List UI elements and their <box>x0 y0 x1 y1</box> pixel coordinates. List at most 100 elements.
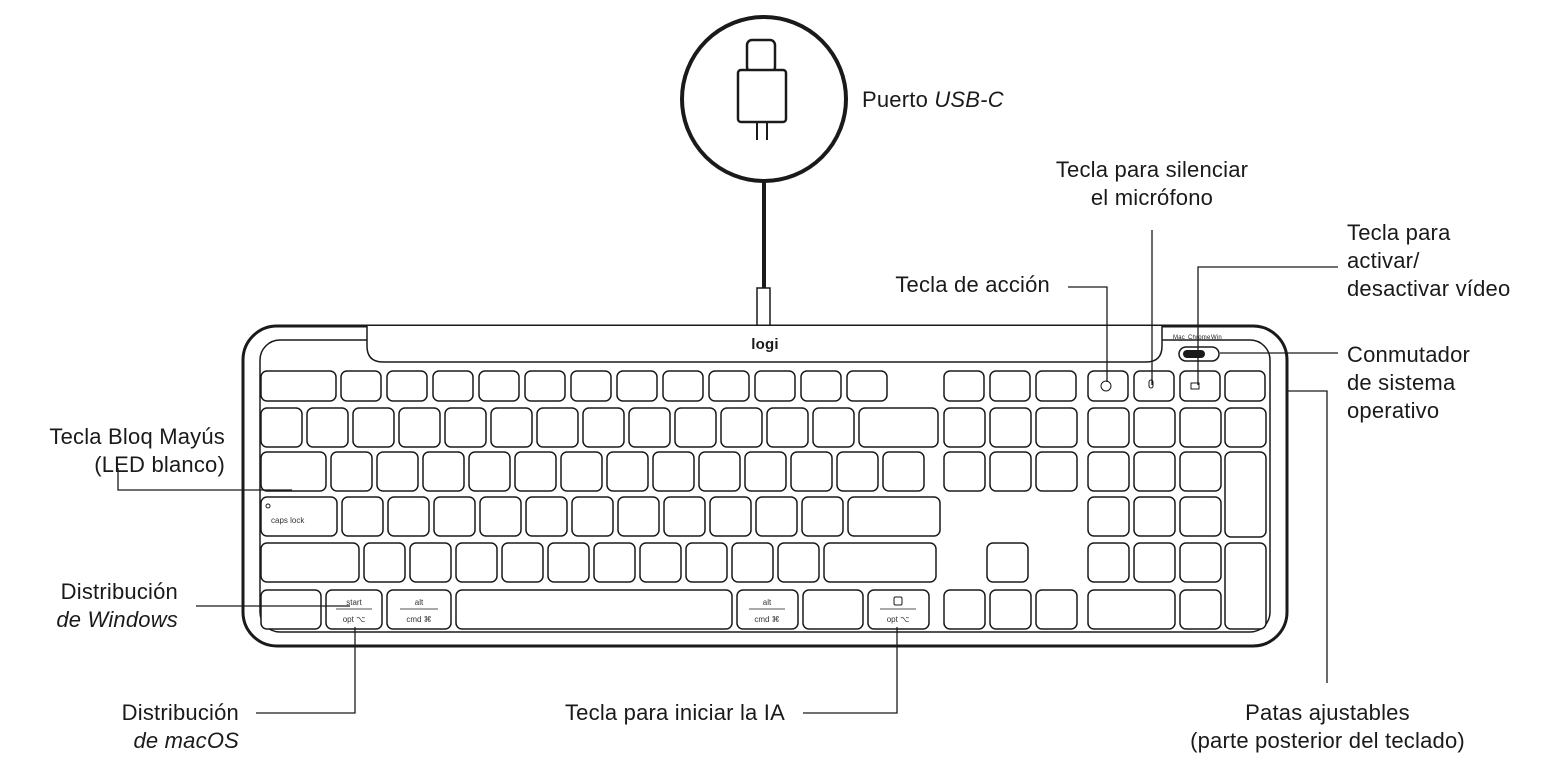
ctrl-key <box>260 589 322 630</box>
nav-key <box>989 451 1032 492</box>
key <box>260 407 303 448</box>
key <box>536 407 579 448</box>
key <box>398 407 441 448</box>
key <box>663 496 706 537</box>
key <box>766 407 809 448</box>
key <box>444 407 487 448</box>
cmd-legend: cmd ⌘ <box>406 615 431 624</box>
key <box>709 496 752 537</box>
key <box>744 451 787 492</box>
function-key <box>432 370 474 402</box>
ai-sparkle-icon <box>893 596 903 606</box>
function-key <box>662 370 704 402</box>
key <box>547 542 590 583</box>
start-legend: start <box>346 598 362 607</box>
nav-key <box>1035 407 1078 448</box>
opt-legend: opt ⌥ <box>343 615 366 624</box>
alt-legend: alt <box>415 598 424 607</box>
numpad-key <box>1087 542 1130 583</box>
alt-cmd-key <box>386 589 452 630</box>
key <box>306 407 349 448</box>
ai-launch-key-label: Tecla para iniciar la IA <box>564 700 785 725</box>
tab-key <box>260 451 327 492</box>
numpad-key <box>1133 451 1176 492</box>
key <box>685 542 728 583</box>
escape-key <box>260 370 337 402</box>
opt-legend: opt ⌥ <box>887 615 910 624</box>
function-key <box>989 370 1031 402</box>
key <box>501 542 544 583</box>
os-label-mac: Mac <box>1173 335 1185 341</box>
arrow-key <box>943 589 986 630</box>
video-key-leader-line <box>1197 266 1338 385</box>
key <box>801 496 844 537</box>
function-key <box>570 370 612 402</box>
function-key <box>524 370 566 402</box>
caps-lock-leader-line <box>117 468 292 491</box>
enter-key <box>847 496 941 537</box>
key <box>812 407 855 448</box>
nav-key <box>943 407 986 448</box>
numpad-key <box>1179 496 1222 537</box>
key <box>731 542 774 583</box>
caps-lock-key <box>260 496 338 537</box>
key <box>582 407 625 448</box>
function-key <box>943 370 985 402</box>
arrow-key <box>1035 589 1078 630</box>
key <box>790 451 833 492</box>
numpad-key <box>1224 407 1267 448</box>
key <box>755 496 798 537</box>
usb-c-port-label: Puerto USB-C <box>862 87 1004 112</box>
key <box>330 451 373 492</box>
key <box>479 496 522 537</box>
function-key <box>1035 370 1077 402</box>
function-key <box>1224 370 1266 402</box>
ai-key-leader-line <box>803 627 898 714</box>
action-key-leader-line <box>1068 286 1108 382</box>
key <box>376 451 419 492</box>
key <box>593 542 636 583</box>
camera-icon <box>1190 382 1200 390</box>
key <box>639 542 682 583</box>
backspace-key <box>858 407 939 448</box>
key <box>455 542 498 583</box>
key <box>836 451 879 492</box>
macos-layout-leader-line <box>256 627 356 714</box>
key <box>352 407 395 448</box>
function-key <box>478 370 520 402</box>
key <box>422 451 465 492</box>
key <box>341 496 384 537</box>
start-opt-key <box>325 589 383 630</box>
numpad-plus-key <box>1224 451 1267 538</box>
key <box>490 407 533 448</box>
action-circle-icon <box>1100 380 1112 392</box>
cmd-legend: cmd ⌘ <box>754 615 779 624</box>
key <box>720 407 763 448</box>
os-switch <box>1178 346 1220 362</box>
numpad-key <box>1133 407 1176 448</box>
key <box>433 496 476 537</box>
arrow-key <box>989 589 1032 630</box>
key <box>617 496 660 537</box>
key <box>628 407 671 448</box>
numpad-key <box>1179 589 1222 630</box>
left-shift-key <box>260 542 360 583</box>
key <box>652 451 695 492</box>
key <box>363 542 406 583</box>
adjustable-feet-label: Patas ajustables(parte posterior del tec… <box>1190 700 1465 753</box>
function-key <box>754 370 796 402</box>
caps-lock-key-label: Tecla Bloq Mayús(LED blanco) <box>49 424 225 477</box>
key <box>560 451 603 492</box>
key <box>514 451 557 492</box>
numpad-key <box>1133 496 1176 537</box>
mic-mute-key <box>1133 370 1175 402</box>
ai-launch-key <box>867 589 930 630</box>
key <box>387 496 430 537</box>
numpad-key <box>1087 407 1130 448</box>
numpad-key <box>1133 542 1176 583</box>
